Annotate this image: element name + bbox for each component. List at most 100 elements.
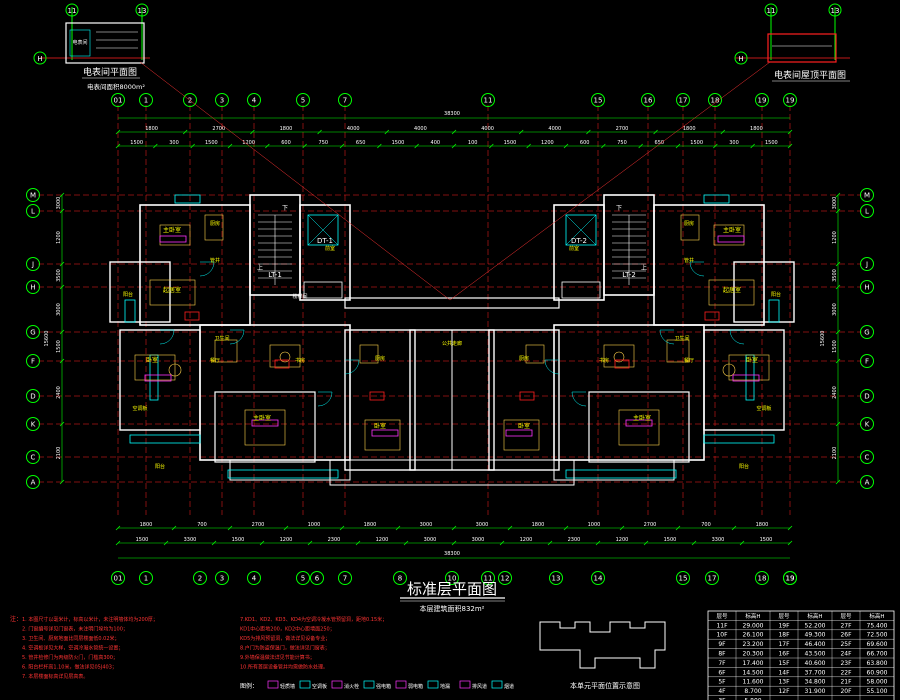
note-line: 2. 门窗编号详见门窗表，未注明门垛均为100； bbox=[22, 626, 128, 633]
axis-left-label: J bbox=[31, 261, 34, 269]
bottom-dim-row2-value: 3000 bbox=[424, 537, 437, 543]
bottom-dim-row1-tick bbox=[227, 525, 233, 531]
room-label-down: 下 bbox=[282, 205, 288, 212]
notes-label: 注： bbox=[10, 615, 22, 623]
table-cell: 40.600 bbox=[805, 660, 826, 667]
right-dim-tick bbox=[835, 479, 841, 485]
axis-bottom-circle bbox=[111, 571, 125, 585]
top-dim-row2-tick bbox=[787, 143, 793, 149]
top-dim-row2-tick bbox=[115, 143, 121, 149]
walls bbox=[109, 194, 795, 486]
table-cell: 10F bbox=[716, 632, 728, 639]
bed bbox=[618, 409, 660, 446]
table-cell: 12F bbox=[778, 688, 790, 695]
door-swing bbox=[199, 261, 215, 277]
table-cell: 9F bbox=[718, 641, 726, 648]
axis-left-label: M bbox=[30, 192, 36, 200]
bottom-dim-row1-tick bbox=[395, 525, 401, 531]
top-dim-row1-tick bbox=[518, 129, 524, 135]
note-line: 3. 卫生间、厨房地面比同层楼面低0.02米； bbox=[22, 635, 120, 642]
left-dim-value: 3000 bbox=[56, 303, 62, 316]
top-dim-row2-value: 1500 bbox=[690, 140, 703, 146]
area-note: 本层建筑面积832m² bbox=[420, 604, 485, 613]
top-dim-row2-value: 750 bbox=[617, 140, 627, 146]
round-table bbox=[279, 351, 291, 363]
axis-right-circle bbox=[860, 475, 874, 489]
sofa bbox=[149, 279, 196, 306]
table-cell: 19F bbox=[778, 622, 790, 629]
room-label-up: 上 bbox=[641, 264, 647, 272]
axis-bottom-label: 6 bbox=[315, 575, 320, 583]
room-label-kitchen: 厨房 bbox=[375, 355, 385, 362]
note-col2-line: KD1中心距地200，KD2中心距墙面250； bbox=[240, 626, 335, 633]
top-dim-row1-tick bbox=[317, 129, 322, 135]
axis-top-circle bbox=[111, 93, 125, 107]
axis-bottom-circle bbox=[310, 571, 324, 585]
top-total: 38300 bbox=[444, 111, 460, 117]
bottom-dim-row1-tick bbox=[731, 525, 737, 531]
axis-left-label: G bbox=[30, 329, 35, 337]
axis-top-label: 16 bbox=[644, 97, 653, 105]
axis-top-label: 1 bbox=[144, 97, 148, 105]
bottom-dim-row1-tick bbox=[339, 525, 345, 531]
axis-right-label: C bbox=[865, 454, 870, 462]
bottom-dim-row2-tick bbox=[307, 540, 313, 546]
note-col2-line: 10.所有首层设备管井均需做防水处理。 bbox=[240, 664, 328, 671]
table bbox=[603, 344, 635, 368]
elevator-car bbox=[565, 214, 597, 246]
door-swing bbox=[659, 329, 675, 345]
axis-right-circle bbox=[860, 280, 874, 294]
table-cell: 24F bbox=[840, 651, 852, 658]
room-label-bed_master: 主卧室 bbox=[723, 226, 741, 234]
top-dim-row2-tick bbox=[713, 143, 718, 149]
table-cell: 25F bbox=[840, 641, 852, 648]
note-line: 1. 本图尺寸以毫米计，标高以米计，未注明墙体均为200厚； bbox=[22, 616, 158, 623]
bottom-dim-row2-value: 1200 bbox=[376, 537, 389, 543]
round-table bbox=[722, 363, 736, 377]
room-label-bath: 卫生间 bbox=[214, 335, 229, 342]
right-dim-value: 15600 bbox=[820, 331, 826, 347]
door-swing bbox=[344, 359, 360, 375]
room-label-balcony: 阳台 bbox=[123, 291, 133, 298]
top-dim-row1-tick bbox=[720, 129, 726, 135]
top-dim-row1-value: 4000 bbox=[347, 126, 360, 132]
inset-leader-left bbox=[139, 61, 451, 301]
top-dim-row2-value: 1500 bbox=[765, 140, 778, 146]
left-dim-value: 1200 bbox=[56, 231, 62, 244]
central-balcony bbox=[329, 459, 575, 486]
wall bbox=[488, 329, 560, 471]
left-dim-tick bbox=[59, 329, 65, 335]
axis-right-circle bbox=[860, 450, 874, 464]
top-dim-row2-tick bbox=[601, 143, 606, 149]
axis-left-label: D bbox=[30, 393, 35, 401]
wall bbox=[588, 391, 690, 463]
right-dim-tick bbox=[835, 261, 841, 267]
top-dim-row2-value: 300 bbox=[169, 140, 179, 146]
table-cell: 8.700 bbox=[744, 688, 761, 695]
top-dim-row2-tick bbox=[377, 143, 382, 149]
table-cell: 18F bbox=[778, 632, 790, 639]
room-label-living: 起居室 bbox=[723, 286, 741, 294]
sofa bbox=[708, 279, 755, 306]
table-cell: 22F bbox=[840, 669, 852, 676]
bottom-dim-row1-tick bbox=[115, 525, 121, 531]
top-dim-row1-value: 4000 bbox=[481, 126, 494, 132]
wall bbox=[561, 281, 601, 299]
room-label-kitchen: 厨房 bbox=[210, 220, 220, 227]
table-cell: 31.900 bbox=[805, 688, 826, 695]
bed bbox=[159, 224, 191, 246]
inset-left-row: H bbox=[37, 55, 42, 63]
note-line: 7. 本层楼面标高详见层高表。 bbox=[22, 673, 88, 680]
top-dim-row2-value: 1200 bbox=[242, 140, 255, 146]
svg-text:电表间: 电表间 bbox=[72, 39, 87, 46]
top-dim-row1-tick bbox=[787, 129, 793, 135]
right-dim-tick bbox=[835, 329, 841, 335]
table-cell: 17.400 bbox=[743, 660, 764, 667]
top-dim-row1-value: 4000 bbox=[414, 126, 427, 132]
room-label-study: 书房 bbox=[295, 357, 305, 364]
axis-bottom-circle bbox=[676, 571, 690, 585]
note-line: 6. 阳台栏杆高1.10米，做法详见05J403； bbox=[22, 664, 117, 671]
elevator-x bbox=[565, 214, 597, 246]
right-dim-tick bbox=[835, 421, 841, 427]
axis-bottom-label: 19 bbox=[786, 575, 795, 583]
